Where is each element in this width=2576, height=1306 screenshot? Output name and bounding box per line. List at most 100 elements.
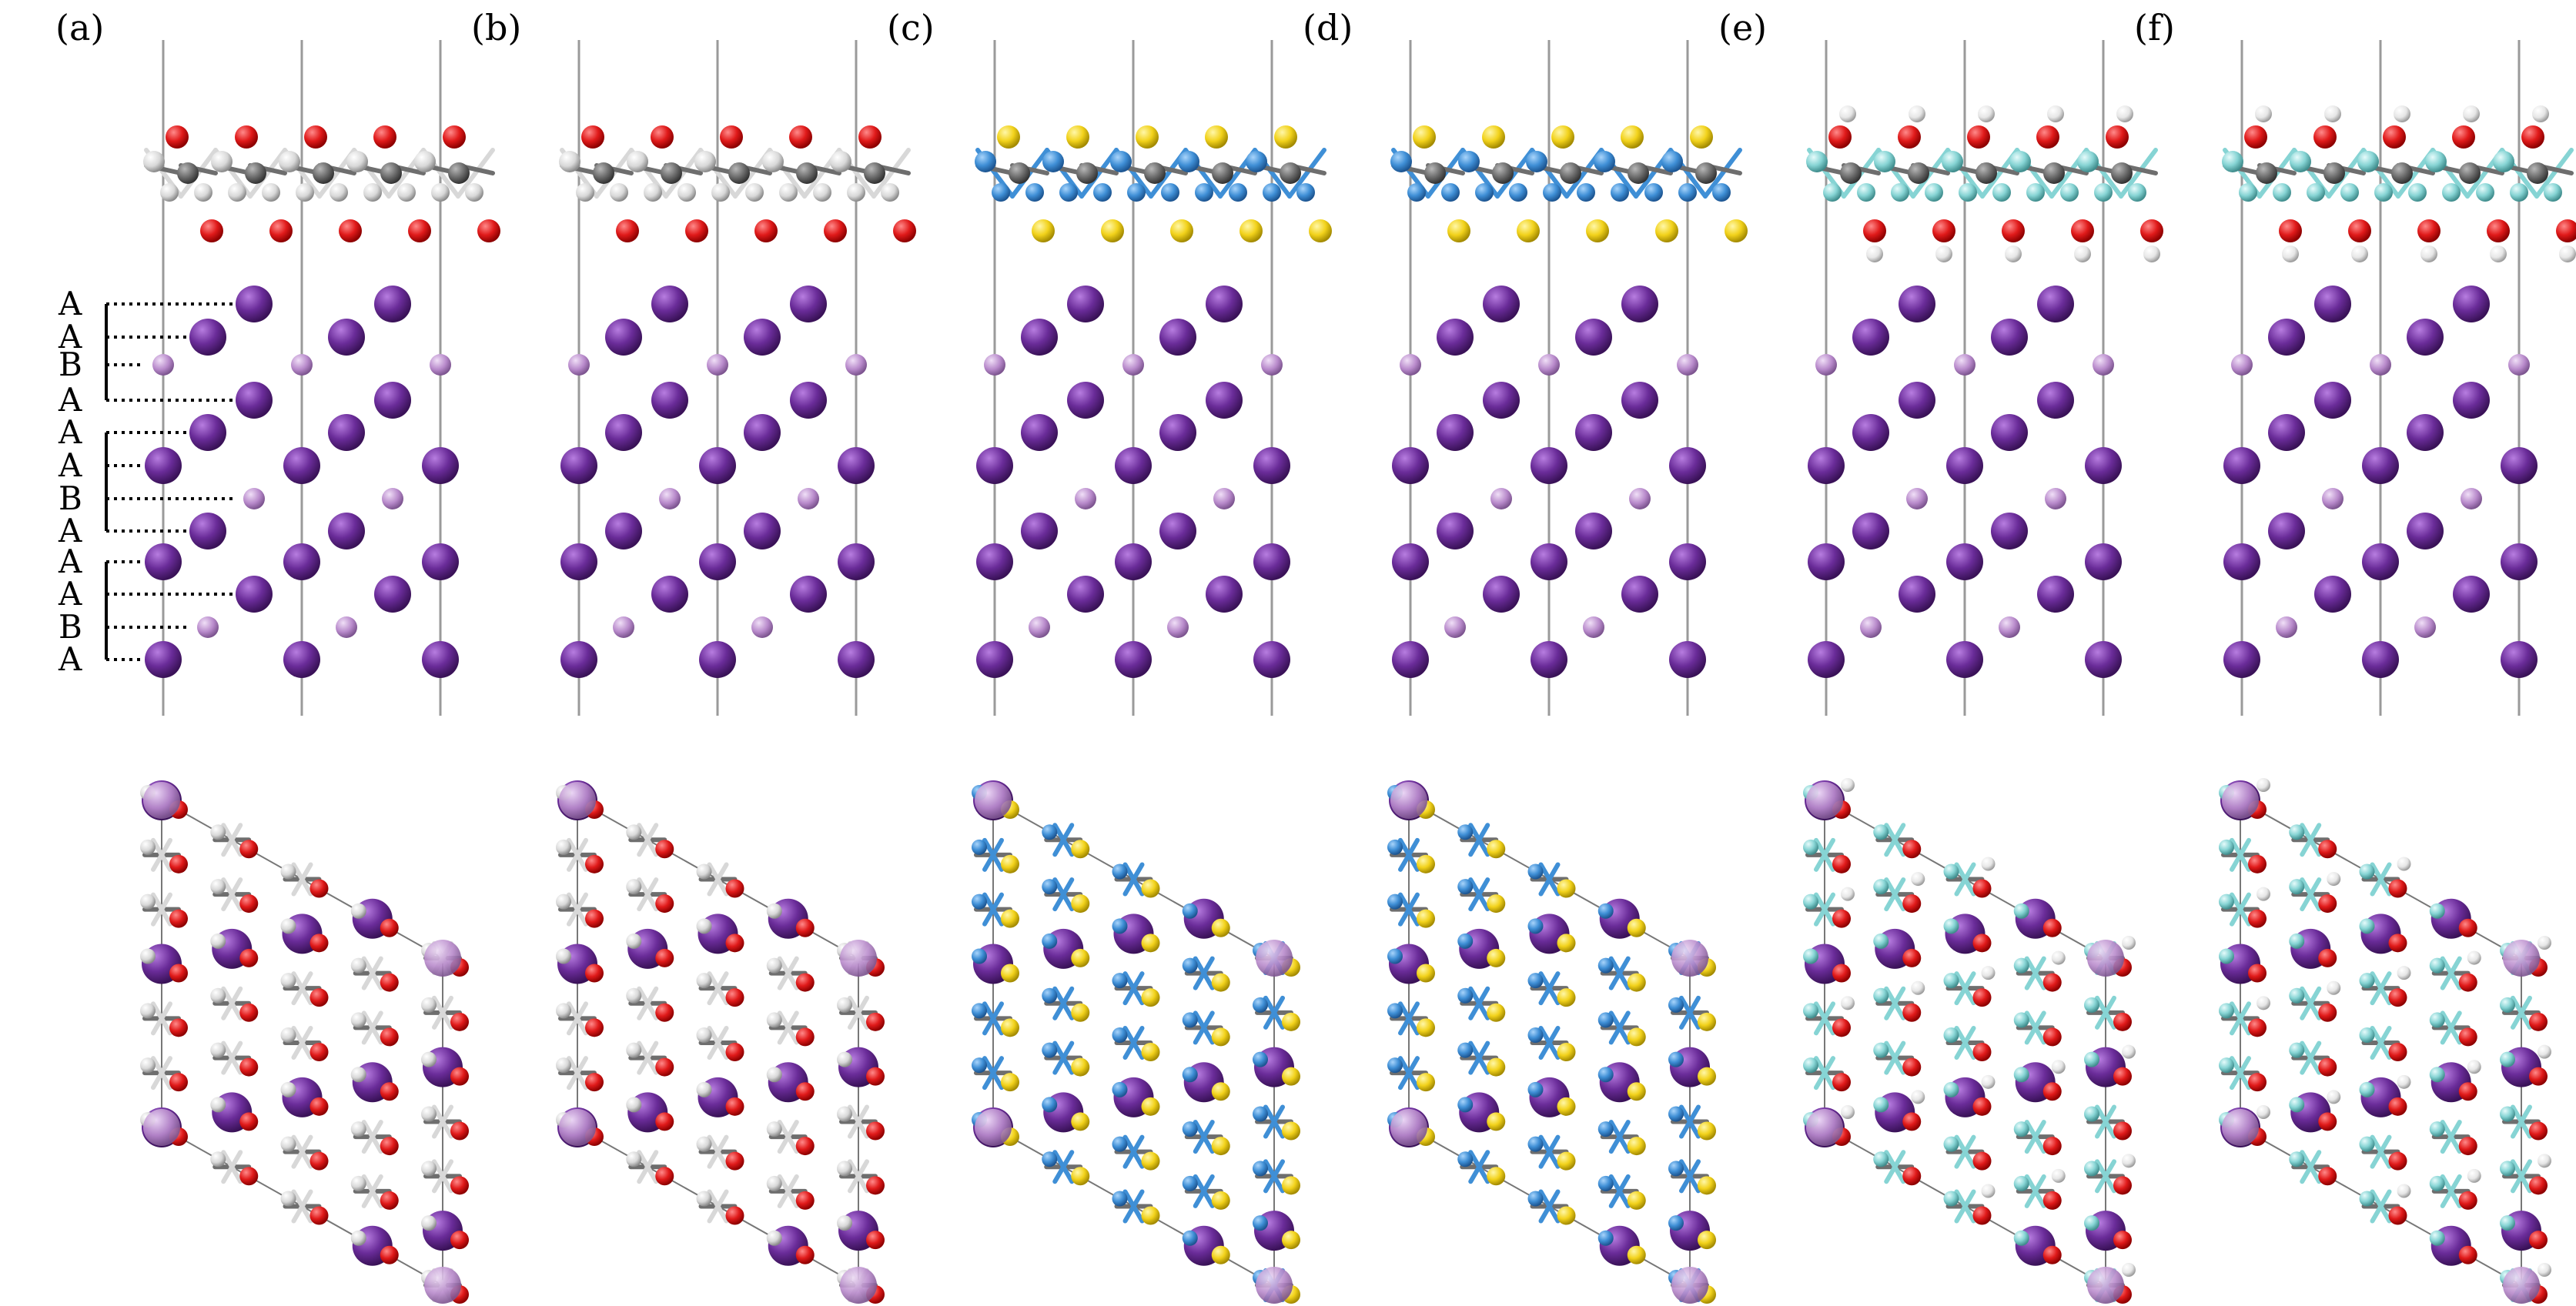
top-hydrogen-atom bbox=[2397, 1074, 2411, 1089]
slab-atom bbox=[177, 162, 199, 184]
top-slab-atom bbox=[1253, 1215, 1268, 1231]
corner-atom bbox=[143, 1109, 180, 1146]
top-slab-atom bbox=[350, 1230, 366, 1246]
bond bbox=[2440, 1120, 2462, 1154]
top-view-supercell bbox=[972, 780, 1300, 1304]
top-slab-atom bbox=[1668, 1106, 1684, 1122]
bond bbox=[2024, 1120, 2046, 1154]
top-slab-atom bbox=[1873, 824, 1889, 840]
bond bbox=[1679, 995, 1701, 1030]
small-cation-atom bbox=[243, 488, 265, 509]
top-termination-atom bbox=[1902, 1057, 1922, 1077]
surface-slab bbox=[559, 125, 916, 242]
top-termination-atom bbox=[1902, 894, 1922, 914]
bond bbox=[1398, 837, 1420, 872]
bond bbox=[151, 1001, 172, 1036]
large-cation-atom bbox=[605, 513, 642, 549]
slab-atom bbox=[1611, 183, 1629, 202]
bond bbox=[361, 1120, 383, 1154]
top-slab-atom bbox=[2013, 1067, 2029, 1083]
large-cation-atom bbox=[1392, 543, 1429, 580]
large-cation-atom bbox=[1483, 382, 1520, 419]
large-cation-atom bbox=[605, 414, 642, 451]
bond bbox=[2024, 1174, 2046, 1208]
hydrogen-atom bbox=[2074, 246, 2091, 262]
top-slab-atom bbox=[1597, 1067, 1614, 1083]
top-termination-atom bbox=[795, 1245, 815, 1264]
top-slab-atom bbox=[837, 1051, 852, 1067]
slab-atom bbox=[346, 151, 368, 172]
top-slab-atom bbox=[280, 1136, 296, 1152]
top-slab-atom bbox=[1387, 839, 1403, 855]
small-cation-atom bbox=[1075, 488, 1096, 509]
top-slab-atom bbox=[2359, 1136, 2375, 1152]
top-slab-atom bbox=[696, 1081, 712, 1097]
bond bbox=[361, 956, 383, 990]
top-termination-atom bbox=[655, 840, 674, 859]
top-termination-atom bbox=[380, 1191, 399, 1210]
hydrogen-atom bbox=[1978, 105, 1995, 122]
large-cation-atom bbox=[2268, 319, 2305, 356]
slab-atom bbox=[1577, 183, 1595, 202]
top-slab-atom bbox=[2013, 1012, 2029, 1028]
top-termination-atom bbox=[2529, 1067, 2548, 1086]
top-termination-atom bbox=[585, 909, 604, 928]
termination-atom-top bbox=[1066, 125, 1089, 149]
top-termination-atom bbox=[239, 1112, 259, 1131]
slab-atom bbox=[2009, 151, 2031, 172]
surface-slab bbox=[975, 125, 1332, 242]
top-slab-atom bbox=[1527, 863, 1544, 880]
slab-atom bbox=[779, 183, 798, 202]
large-cation-atom bbox=[2362, 447, 2399, 484]
bond bbox=[432, 995, 453, 1030]
bond bbox=[2511, 1159, 2532, 1194]
slab-atom bbox=[1263, 183, 1281, 202]
large-cation-atom bbox=[2037, 576, 2074, 613]
termination-atom-bottom bbox=[685, 219, 708, 242]
top-hydrogen-atom bbox=[1981, 1184, 1996, 1198]
substrate-layers bbox=[560, 286, 875, 678]
small-cation-atom bbox=[659, 488, 681, 509]
slab-atom bbox=[1695, 162, 1717, 184]
top-slab-atom bbox=[2289, 933, 2305, 949]
large-cation-atom bbox=[1575, 319, 1612, 356]
top-termination-atom bbox=[1282, 1121, 1300, 1141]
top-termination-atom bbox=[866, 1231, 885, 1250]
large-cation-atom bbox=[1253, 447, 1290, 484]
top-slab-atom bbox=[2219, 1057, 2234, 1074]
bond bbox=[637, 1150, 659, 1184]
large-cation-atom bbox=[1437, 319, 1474, 356]
large-cation-atom bbox=[374, 576, 411, 613]
top-slab-atom bbox=[1457, 1151, 1474, 1167]
surface-slab bbox=[1806, 105, 2163, 262]
large-cation-atom bbox=[1991, 513, 2028, 549]
top-slab-atom bbox=[1668, 1215, 1684, 1231]
bond bbox=[1263, 1159, 1285, 1194]
bond bbox=[777, 1174, 799, 1208]
slab-atom bbox=[2094, 183, 2113, 202]
stacking-letter: A bbox=[58, 512, 82, 549]
top-termination-atom bbox=[1001, 854, 1019, 873]
bond bbox=[1954, 971, 1976, 1006]
large-cation-atom bbox=[1159, 513, 1196, 549]
top-slab-atom bbox=[837, 1215, 852, 1231]
top-termination-atom bbox=[2458, 973, 2477, 992]
large-cation-atom bbox=[2362, 543, 2399, 580]
bond bbox=[1193, 956, 1215, 990]
large-cation-atom bbox=[2037, 382, 2074, 419]
top-termination-atom bbox=[1487, 894, 1506, 914]
top-slab-atom bbox=[2359, 1027, 2375, 1043]
small-cation-atom bbox=[1213, 488, 1235, 509]
bond bbox=[1398, 892, 1420, 927]
large-cation-atom bbox=[2501, 447, 2538, 484]
top-slab-atom bbox=[2359, 918, 2375, 934]
top-slab-atom bbox=[837, 1106, 852, 1122]
bond bbox=[221, 823, 243, 857]
top-hydrogen-atom bbox=[1841, 778, 1855, 792]
top-slab-atom bbox=[1253, 997, 1268, 1013]
slab-atom bbox=[2077, 151, 2099, 172]
top-termination-atom bbox=[169, 1018, 188, 1037]
bond bbox=[2095, 1159, 2116, 1194]
top-slab-atom bbox=[766, 1012, 782, 1028]
top-slab-atom bbox=[1112, 1027, 1128, 1043]
